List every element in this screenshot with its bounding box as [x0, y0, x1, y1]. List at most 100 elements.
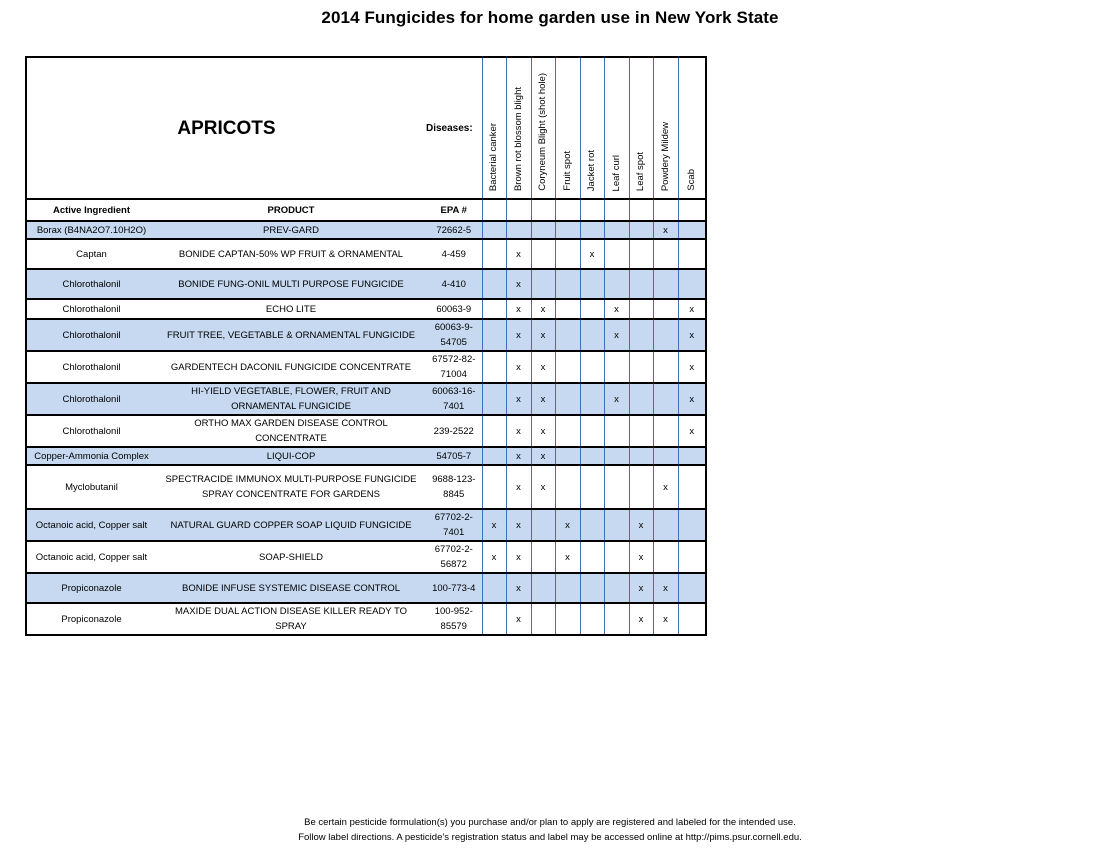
fungicide-table-sheet: APRICOTS Diseases: Bacterial canker Brow… — [25, 56, 707, 636]
disease-label: Leaf curl — [610, 154, 622, 191]
epa-number-cell: 67572-82-71004 — [426, 351, 482, 384]
disease-mark-cell — [554, 351, 580, 384]
disease-mark-cell — [628, 299, 653, 320]
disease-mark-cell — [652, 447, 678, 466]
disease-mark-cell — [603, 221, 629, 240]
disease-mark-cell — [628, 239, 653, 270]
disease-mark-cell — [652, 351, 678, 384]
disease-mark-cell — [530, 541, 555, 574]
disease-mark-cell — [628, 351, 653, 384]
disease-mark-cell — [554, 239, 580, 270]
disease-label: Powdery Mildew — [659, 121, 671, 191]
disease-header-6: Leaf spot — [628, 57, 653, 200]
epa-number-cell: 54705-7 — [426, 447, 482, 466]
disease-header-7: Powdery Mildew — [652, 57, 678, 200]
disease-mark-cell — [603, 269, 629, 300]
epa-number-cell: 100-773-4 — [426, 573, 482, 604]
disease-mark-cell — [481, 239, 506, 270]
disease-mark-cell: x — [505, 573, 531, 604]
disease-mark-cell: x — [505, 351, 531, 384]
epa-number-cell: 239-2522 — [426, 415, 482, 448]
disease-mark-cell: x — [530, 415, 555, 448]
disease-mark-cell — [481, 465, 506, 510]
disease-mark-cell — [579, 573, 604, 604]
disease-mark-cell — [579, 269, 604, 300]
disease-mark-cell — [603, 447, 629, 466]
disease-mark-cell — [579, 447, 604, 466]
disease-mark-cell: x — [505, 509, 531, 542]
disease-mark-cell — [554, 269, 580, 300]
epa-number-cell: 60063-9 — [426, 299, 482, 320]
disease-mark-cell — [481, 319, 506, 352]
disease-mark-cell — [481, 415, 506, 448]
footer-line-1: Be certain pesticide formulation(s) you … — [304, 817, 796, 828]
header-active-ingredient: Active Ingredient — [26, 199, 156, 222]
active-ingredient-cell: Copper-Ammonia Complex — [26, 447, 156, 466]
epa-number-cell: 67702-2-56872 — [426, 541, 482, 574]
product-cell: ORTHO MAX GARDEN DISEASE CONTROL CONCENT… — [156, 415, 426, 448]
epa-number-cell: 60063-9-54705 — [426, 319, 482, 352]
disease-mark-cell — [530, 573, 555, 604]
product-cell: HI-YIELD VEGETABLE, FLOWER, FRUIT AND OR… — [156, 383, 426, 416]
disease-mark-cell — [554, 447, 580, 466]
disease-mark-cell — [554, 319, 580, 352]
diseases-label: Diseases: — [426, 57, 482, 200]
disease-mark-cell — [628, 415, 653, 448]
disease-mark-cell — [579, 465, 604, 510]
disease-mark-cell: x — [628, 603, 653, 636]
disease-mark-cell: x — [628, 573, 653, 604]
disease-mark-cell — [554, 573, 580, 604]
active-ingredient-cell: Propiconazole — [26, 603, 156, 636]
product-cell: BONIDE CAPTAN-50% WP FRUIT & ORNAMENTAL — [156, 239, 426, 270]
disease-mark-cell — [677, 603, 706, 636]
active-ingredient-cell: Chlorothalonil — [26, 351, 156, 384]
disease-mark-cell — [481, 447, 506, 466]
disease-label: Fruit spot — [561, 151, 573, 191]
header-blank-cell — [481, 199, 506, 222]
disease-mark-cell — [554, 299, 580, 320]
epa-number-cell: 60063-16-7401 — [426, 383, 482, 416]
disease-mark-cell: x — [505, 383, 531, 416]
active-ingredient-cell: Captan — [26, 239, 156, 270]
product-cell: BONIDE FUNG-ONIL MULTI PURPOSE FUNGICIDE — [156, 269, 426, 300]
disease-mark-cell — [652, 509, 678, 542]
active-ingredient-cell: Myclobutanil — [26, 465, 156, 510]
active-ingredient-cell: Chlorothalonil — [26, 383, 156, 416]
epa-number-cell: 9688-123-8845 — [426, 465, 482, 510]
disease-header-4: Jacket rot — [579, 57, 604, 200]
table-header-top: APRICOTS Diseases: Bacterial canker Brow… — [26, 57, 706, 200]
product-cell: ECHO LITE — [156, 299, 426, 320]
disease-mark-cell — [554, 221, 580, 240]
disease-mark-cell: x — [505, 603, 531, 636]
header-blank-cell — [677, 199, 706, 222]
epa-number-cell: 4-410 — [426, 269, 482, 300]
disease-mark-cell: x — [505, 447, 531, 466]
disease-mark-cell — [530, 221, 555, 240]
disease-mark-cell — [554, 603, 580, 636]
disease-mark-cell: x — [505, 299, 531, 320]
disease-mark-cell — [652, 269, 678, 300]
epa-number-cell: 100-952-85579 — [426, 603, 482, 636]
disease-mark-cell — [530, 603, 555, 636]
disease-mark-cell — [652, 383, 678, 416]
epa-number-cell: 4-459 — [426, 239, 482, 270]
disease-mark-cell — [603, 573, 629, 604]
disease-mark-cell — [603, 509, 629, 542]
disease-mark-cell — [628, 447, 653, 466]
disease-header-5: Leaf curl — [603, 57, 629, 200]
active-ingredient-cell: Octanoic acid, Copper salt — [26, 509, 156, 542]
disease-mark-cell — [505, 221, 531, 240]
disease-header-1: Brown rot blossom blight — [505, 57, 531, 200]
disease-mark-cell: x — [505, 269, 531, 300]
active-ingredient-cell: Propiconazole — [26, 573, 156, 604]
disease-mark-cell — [579, 509, 604, 542]
disease-mark-cell: x — [652, 603, 678, 636]
epa-number-cell: 72662-5 — [426, 221, 482, 240]
disease-mark-cell — [677, 269, 706, 300]
header-blank-cell — [603, 199, 629, 222]
